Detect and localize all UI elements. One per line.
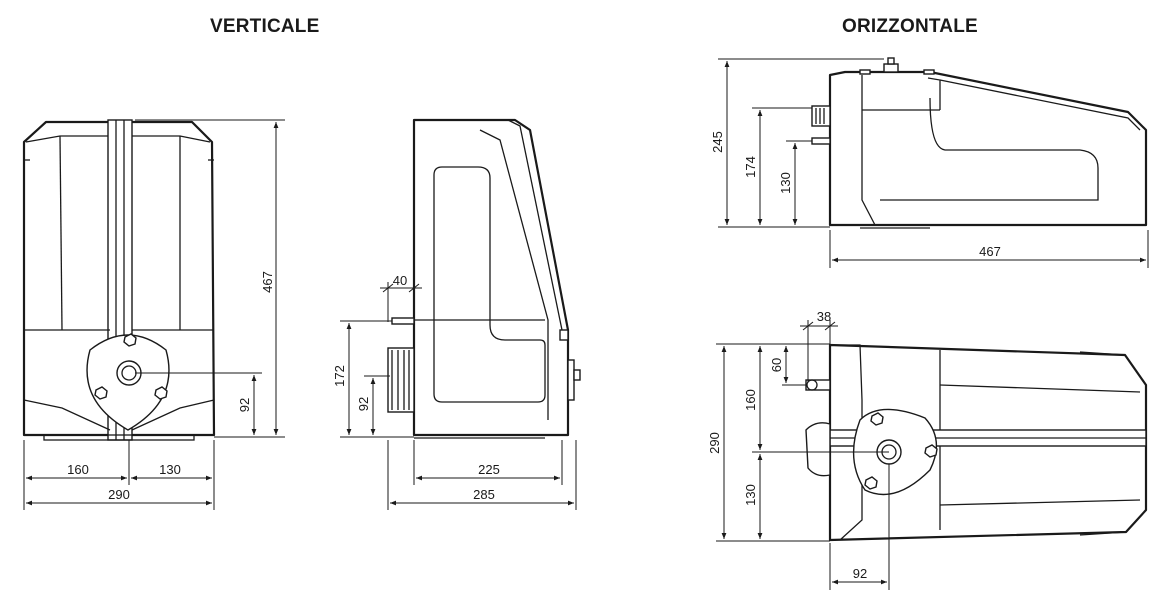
dim-285: 285 <box>473 487 495 502</box>
dim-40: 40 <box>393 273 407 288</box>
title-verticale: VERTICALE <box>210 16 320 37</box>
dim-160-top: 160 <box>743 389 758 411</box>
dim-467-horizontal: 467 <box>979 244 1001 259</box>
dim-92-top: 92 <box>853 566 867 581</box>
dim-467-vertical: 467 <box>260 271 275 293</box>
dims-horizontal-top <box>716 320 890 590</box>
vertical-side-view <box>387 118 581 439</box>
dim-225: 225 <box>478 462 500 477</box>
dim-290-front: 290 <box>108 487 130 502</box>
dim-92-vertical-front: 92 <box>237 398 252 412</box>
dim-130-top: 130 <box>743 484 758 506</box>
dims-vertical-front <box>23 119 285 510</box>
vertical-front-view <box>22 119 216 441</box>
dim-60: 60 <box>769 358 784 372</box>
dim-245: 245 <box>710 131 725 153</box>
dim-92-side: 92 <box>356 397 371 411</box>
dim-130-front: 130 <box>159 462 181 477</box>
dim-174: 174 <box>743 156 758 178</box>
dim-38: 38 <box>817 309 831 324</box>
dims-horizontal-side <box>718 58 1149 268</box>
horizontal-top-view <box>805 343 1148 542</box>
dim-290-top: 290 <box>707 432 722 454</box>
title-orizzontale: ORIZZONTALE <box>842 16 978 37</box>
dims-vertical-side <box>340 282 577 510</box>
dim-172: 172 <box>332 365 347 387</box>
horizontal-side-view <box>811 57 1148 229</box>
dim-160: 160 <box>67 462 89 477</box>
dim-130-horizontal-side: 130 <box>778 172 793 194</box>
